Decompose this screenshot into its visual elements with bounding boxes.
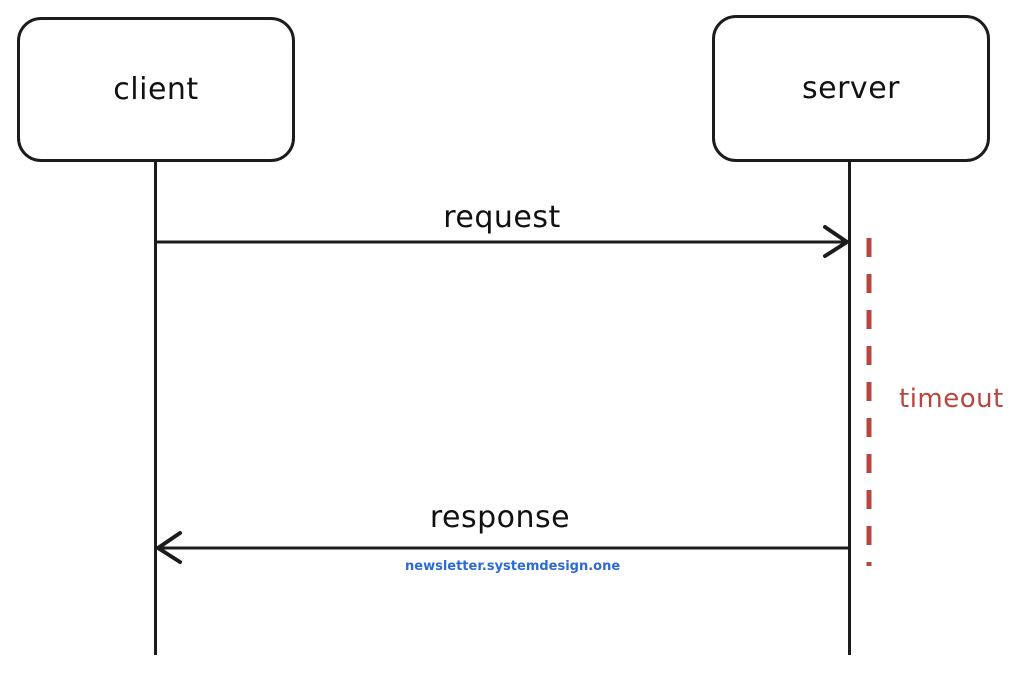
client-actor-label: client bbox=[113, 72, 199, 107]
request-message-label: request bbox=[443, 200, 561, 235]
server-actor-box: server bbox=[712, 15, 990, 162]
watermark-text: newsletter.systemdesign.one bbox=[405, 559, 621, 574]
server-actor-label: server bbox=[802, 71, 900, 106]
client-actor-box: client bbox=[17, 17, 295, 162]
timeout-annotation-label: timeout bbox=[899, 384, 1004, 414]
response-message-label: response bbox=[429, 500, 571, 535]
request-arrow bbox=[156, 225, 849, 258]
response-arrow bbox=[156, 531, 848, 564]
